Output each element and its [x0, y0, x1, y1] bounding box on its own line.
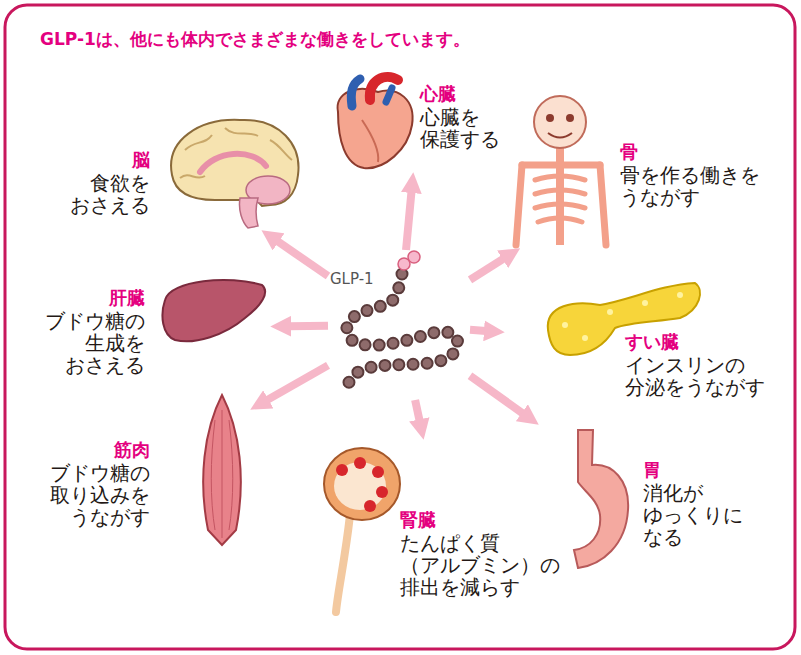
effect-arrow [415, 400, 420, 421]
pancreas-dot [642, 300, 648, 306]
organ-group: 心臓心臓を 保護する [328, 72, 508, 172]
organ-group: 骨骨を作る働きを うながす [505, 90, 785, 248]
brainstem [239, 198, 258, 228]
text-block: 胃消化が ゆっくりに なる [643, 458, 745, 548]
peptide-label: GLP-1 [330, 270, 376, 288]
skeleton-figure [516, 96, 606, 245]
pancreas-dot [677, 292, 683, 298]
organ-effect: 消化が ゆっくりに なる [643, 482, 745, 548]
brain-fold [180, 128, 292, 178]
organ-effect: 心臓を 保護する [420, 106, 502, 150]
organ-effect: ブドウ糖の 生成を おさえる [43, 310, 145, 376]
peptide-bead-pink [408, 251, 420, 263]
pancreas-outline [548, 283, 700, 355]
effect-arrow [470, 258, 504, 280]
peptide-bead [347, 274, 458, 390]
page-title: GLP-1は、他にも体内でさまざまな働きをしています。 [40, 28, 470, 50]
organ-name: 脳 [130, 148, 150, 172]
organ-name: 筋肉 [112, 438, 150, 462]
organ-effect: 骨を作る働きを うながす [620, 164, 762, 208]
vein [386, 88, 392, 102]
text-block: 肝臓ブドウ糖の 生成を おさえる [43, 286, 145, 376]
pancreas-dot [582, 335, 588, 341]
pancreas-dot [562, 322, 568, 328]
organ-group: 筋肉ブドウ糖の 取り込みを うながす [40, 392, 250, 547]
shoulder-bone [522, 162, 600, 169]
eye [566, 114, 574, 122]
vein [351, 79, 360, 106]
muscle-outline [203, 395, 241, 545]
effect-arrow [277, 241, 328, 276]
organ-group: すい臓インスリンの 分泌をうながす [505, 278, 790, 406]
arm-bone [516, 165, 522, 245]
effect-arrow [470, 376, 524, 414]
effect-arrow [267, 365, 328, 400]
smile [548, 133, 572, 138]
peptide-bead [347, 274, 458, 390]
organ-name: 腎臓 [400, 508, 438, 532]
kidney-pyramid [364, 500, 376, 512]
organ-name: 肝臓 [107, 286, 145, 310]
heart-figure [338, 77, 413, 168]
organ-name: すい臓 [625, 330, 681, 354]
brain-figure [171, 120, 298, 228]
pancreas-figure [548, 283, 700, 355]
organ-effect: たんぱく質 （アルブミン）の 排出を減らす [400, 532, 562, 598]
kidney-pyramid [354, 457, 366, 469]
frame [5, 5, 795, 649]
liver-figure [162, 280, 265, 341]
kidney-pyramid [372, 466, 384, 478]
organ-group: 腎臓たんぱく質 （アルブミン）の 排出を減らす [315, 440, 570, 615]
text-block: 心臓心臓を 保護する [420, 82, 502, 150]
ureter [336, 515, 350, 612]
kidney-outline [324, 448, 400, 520]
brain-outline [171, 120, 298, 206]
organ-effect: インスリンの 分泌をうながす [625, 354, 767, 398]
effect-arrow [406, 191, 412, 250]
rib [535, 176, 585, 222]
organ-group: 脳食欲を おさえる [55, 118, 305, 230]
kidney-pyramid [376, 486, 388, 498]
eye [546, 114, 554, 122]
arm-bone [600, 165, 606, 245]
text-block: 筋肉ブドウ糖の 取り込みを うながす [48, 438, 150, 528]
stomach-figure [574, 430, 628, 568]
effect-arrow [470, 330, 486, 331]
organ-name: 胃 [643, 458, 663, 482]
text-block: 腎臓たんぱく質 （アルブミン）の 排出を減らす [400, 508, 562, 598]
effect-arrow [289, 322, 328, 330]
kidney-figure [324, 448, 400, 612]
organ-name: 骨 [620, 140, 640, 164]
muscle-figure [203, 395, 241, 545]
kidney-inner [334, 462, 386, 510]
text-block: すい臓インスリンの 分泌をうながす [625, 330, 767, 398]
heart-groove [362, 120, 378, 162]
text-block: GLP-1 [330, 270, 376, 288]
corpus-callosum [200, 154, 266, 172]
pancreas-dot [607, 309, 613, 315]
skull [534, 96, 586, 148]
organ-name: 心臓 [420, 82, 458, 106]
organ-effect: 食欲を おさえる [68, 172, 150, 216]
peptide-group: GLP-1 [328, 250, 470, 400]
organ-group: 肝臓ブドウ糖の 生成を おさえる [25, 272, 270, 384]
muscle-fiber [211, 410, 233, 538]
text-block: 骨骨を作る働きを うながす [620, 140, 762, 208]
organ-effect: ブドウ糖の 取り込みを うながす [48, 462, 150, 528]
text-block: 脳食欲を おさえる [68, 148, 150, 216]
kidney-pyramid [336, 464, 348, 476]
